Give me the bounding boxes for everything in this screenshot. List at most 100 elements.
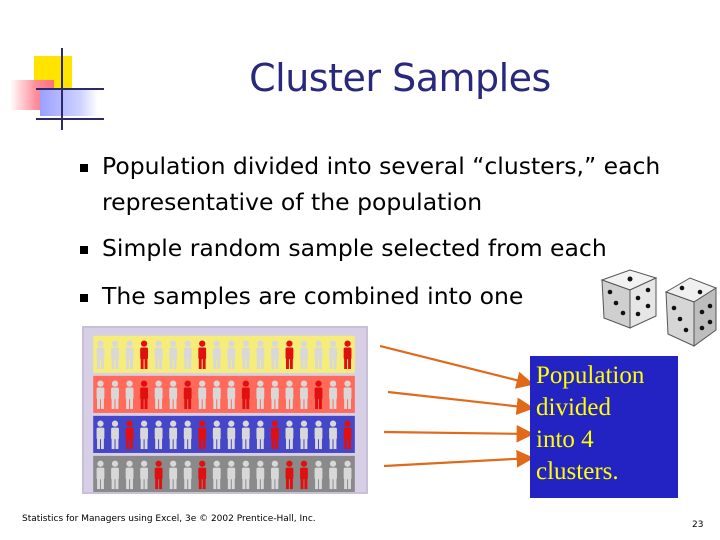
person-figure	[270, 380, 279, 410]
person-figure	[111, 340, 119, 369]
callout-box: Population divided into 4 clusters.	[530, 356, 678, 498]
person-figure	[241, 460, 250, 490]
person-figure	[227, 420, 236, 450]
bullet-text: The samples are combined into one	[102, 282, 524, 310]
bullet-list: Population divided into several “cluster…	[80, 148, 710, 326]
person-figure	[125, 340, 134, 369]
person-figure	[227, 460, 236, 490]
person-figure	[198, 340, 207, 369]
person-figure	[285, 340, 294, 369]
bullet-item: Population divided into several “cluster…	[80, 148, 710, 220]
cluster-band	[93, 415, 355, 453]
person-figure	[154, 460, 163, 490]
person-figure	[300, 380, 308, 410]
arrow-line	[379, 344, 535, 389]
person-figure	[212, 460, 221, 490]
callout-line: into 4	[536, 426, 594, 453]
person-figure	[270, 420, 279, 450]
person-figure	[140, 380, 148, 410]
person-figure	[212, 340, 221, 369]
arrow-line	[383, 450, 535, 468]
person-figure	[314, 460, 323, 490]
person-figure	[111, 460, 119, 490]
arrow-line	[387, 390, 535, 416]
person-figure	[227, 340, 236, 369]
person-figure	[140, 420, 148, 450]
person-figure	[154, 420, 163, 450]
person-figure	[300, 460, 308, 490]
population-clusters-image	[82, 326, 368, 494]
bullet-item: The samples are combined into one	[80, 278, 710, 314]
bullet-square-icon	[80, 246, 88, 254]
person-figure	[329, 380, 337, 410]
person-figure	[241, 340, 250, 369]
person-figure	[285, 460, 294, 490]
arrows-to-clusters	[379, 344, 535, 468]
person-figure	[154, 380, 163, 410]
cluster-band	[93, 455, 355, 492]
dice-icon	[600, 269, 718, 347]
person-figure	[96, 340, 105, 369]
bullet-item: Simple random sample selected from each	[80, 230, 710, 266]
page-number: 23	[692, 520, 704, 530]
person-figure	[256, 420, 265, 450]
cluster-band	[93, 335, 355, 373]
bullet-text: Population divided into several “cluster…	[102, 152, 661, 216]
person-figure	[111, 380, 119, 410]
person-figure	[343, 340, 352, 369]
person-figure	[314, 380, 323, 410]
person-figure	[183, 420, 192, 450]
person-figure	[241, 380, 250, 410]
footer-text: Statistics for Managers using Excel, 3e …	[22, 514, 316, 524]
person-figure	[111, 420, 119, 450]
person-figure	[300, 420, 308, 450]
bullet-text: Simple random sample selected from each	[102, 234, 607, 262]
person-figure	[140, 460, 148, 490]
person-figure	[343, 460, 352, 490]
person-figure	[314, 420, 323, 450]
logo-blue-bar	[40, 90, 98, 116]
person-figure	[343, 380, 352, 410]
callout-line: divided	[536, 394, 611, 421]
person-figure	[169, 340, 178, 369]
person-figure	[183, 380, 192, 410]
person-figure	[300, 340, 308, 369]
person-figure	[183, 340, 192, 369]
callout-line: clusters.	[536, 458, 619, 485]
person-figure	[256, 460, 265, 490]
person-figure	[256, 340, 265, 369]
person-figure	[270, 340, 279, 369]
bullet-square-icon	[80, 294, 88, 302]
person-figure	[198, 460, 207, 490]
callout-line: Population	[536, 362, 645, 389]
person-figure	[183, 460, 192, 490]
person-figure	[329, 420, 337, 450]
arrow-line	[383, 424, 535, 443]
person-figure	[198, 380, 207, 410]
cluster-band	[93, 375, 355, 413]
person-figure	[154, 340, 163, 369]
logo-horizontal-line	[36, 88, 104, 90]
person-figure	[212, 420, 221, 450]
person-figure	[314, 340, 323, 369]
person-figure	[96, 380, 105, 410]
person-figure	[285, 420, 294, 450]
person-figure	[125, 380, 134, 410]
person-figure	[212, 380, 221, 410]
person-figure	[270, 460, 279, 490]
person-figure	[329, 460, 337, 490]
person-figure	[169, 460, 178, 490]
slide-title: Cluster Samples	[249, 56, 551, 100]
bullet-square-icon	[80, 164, 88, 172]
person-figure	[343, 420, 352, 450]
person-figure	[140, 340, 148, 369]
person-figure	[169, 380, 178, 410]
person-figure	[227, 380, 236, 410]
person-figure	[329, 340, 337, 369]
person-figure	[96, 460, 105, 490]
person-figure	[125, 420, 134, 450]
logo-horizontal-line-lower	[36, 118, 104, 120]
person-figure	[285, 380, 294, 410]
person-figure	[256, 380, 265, 410]
person-figure	[169, 420, 178, 450]
